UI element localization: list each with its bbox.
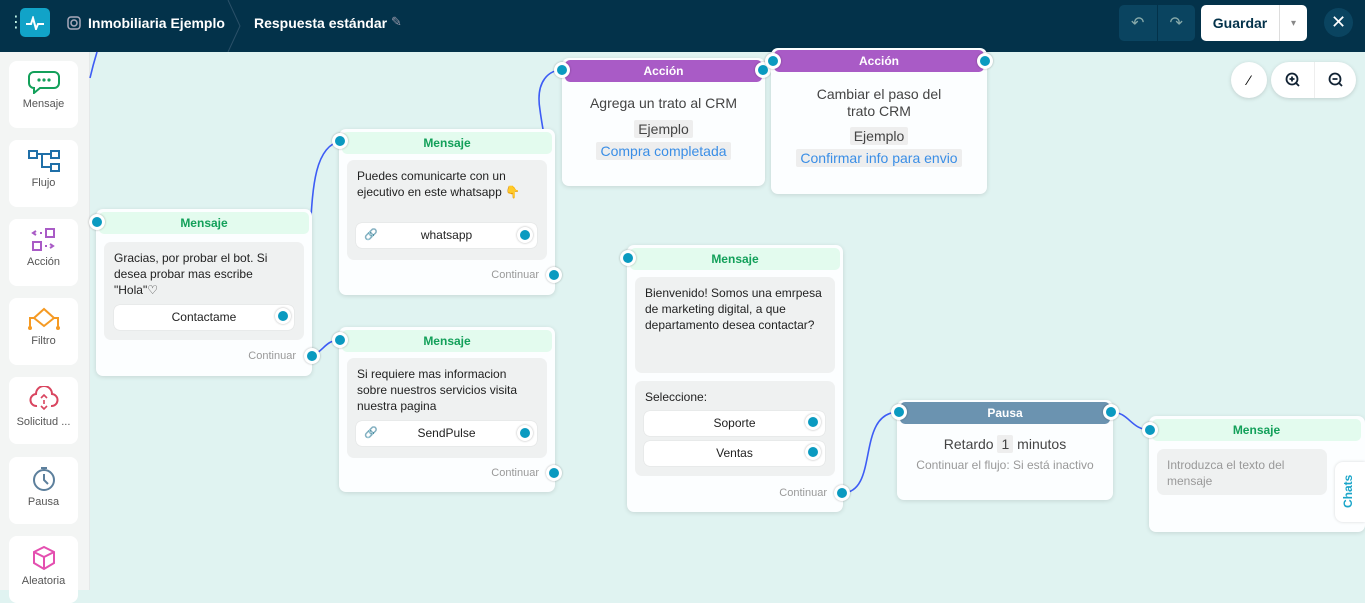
- redo-icon[interactable]: ↷: [1156, 5, 1196, 41]
- top-bar: ⋮ Inmobiliaria Ejemplo Respuesta estánda…: [0, 0, 1365, 52]
- input-port[interactable]: [620, 250, 636, 266]
- option-port[interactable]: [805, 414, 821, 430]
- continue-port[interactable]: [546, 465, 562, 481]
- sidebar-item-filtro[interactable]: Filtro: [9, 298, 78, 365]
- continue-label: Continuar: [779, 487, 827, 499]
- continue-label: Continuar: [248, 350, 296, 362]
- close-icon[interactable]: ✕: [1324, 8, 1353, 37]
- cloud-request-icon: [29, 386, 58, 411]
- message-node[interactable]: Mensaje Si requiere mas informacion sobr…: [332, 327, 562, 492]
- zoom-in-icon[interactable]: [1272, 62, 1314, 98]
- sidebar-item-accion[interactable]: Acción: [9, 219, 78, 286]
- input-port[interactable]: [89, 214, 105, 230]
- button-port[interactable]: [517, 227, 533, 243]
- message-button[interactable]: 🔗whatsapp: [356, 223, 537, 248]
- connection-line: [841, 411, 900, 494]
- option-button[interactable]: Ventas: [644, 441, 825, 466]
- save-dropdown-icon[interactable]: ▾: [1279, 5, 1307, 41]
- zoom-out-icon[interactable]: [1313, 62, 1356, 98]
- message-node[interactable]: Mensaje Puedes comunicarte con un ejecut…: [332, 129, 562, 295]
- message-node[interactable]: Mensaje Gracias, por probar el bot. Si d…: [89, 209, 320, 376]
- flow-icon: [27, 150, 60, 172]
- message-node[interactable]: Mensaje Introduzca el texto del mensaje: [1142, 416, 1365, 532]
- sidebar-item-mensaje[interactable]: Mensaje: [9, 61, 78, 128]
- app-logo[interactable]: [20, 8, 50, 37]
- button-port[interactable]: [275, 308, 291, 324]
- instagram-icon: [67, 16, 81, 30]
- output-port[interactable]: [977, 53, 993, 69]
- history-controls: ↶↷: [1119, 5, 1195, 41]
- link-icon: 🔗: [364, 229, 378, 241]
- button-port[interactable]: [517, 425, 533, 441]
- magic-wand-icon: ⁄: [1247, 72, 1251, 88]
- breadcrumb-project[interactable]: Inmobiliaria Ejemplo: [88, 15, 225, 31]
- pause-node[interactable]: Pausa Retardo 1 minutos Continuar el flu…: [891, 400, 1119, 500]
- message-button[interactable]: 🔗SendPulse: [356, 421, 537, 446]
- message-button[interactable]: Contactame: [114, 305, 294, 330]
- chats-tab[interactable]: Chats: [1335, 462, 1365, 522]
- link-icon: 🔗: [364, 427, 378, 439]
- message-text-input[interactable]: Introduzca el texto del mensaje: [1157, 449, 1327, 495]
- dice-icon: [32, 545, 55, 571]
- zoom-controls: [1271, 62, 1356, 98]
- output-port[interactable]: [1103, 404, 1119, 420]
- sidebar-item-flujo[interactable]: Flujo: [9, 140, 78, 207]
- action-node[interactable]: Acción Cambiar el paso del trato CRM Eje…: [765, 48, 993, 194]
- undo-icon[interactable]: ↶: [1131, 15, 1145, 32]
- connection-line: [89, 51, 98, 79]
- continue-port[interactable]: [546, 267, 562, 283]
- stopwatch-icon: [32, 467, 55, 491]
- input-port[interactable]: [891, 404, 907, 420]
- input-port[interactable]: [332, 133, 348, 149]
- continue-port[interactable]: [834, 485, 850, 501]
- edit-pencil-icon[interactable]: ✎: [391, 14, 402, 29]
- chat-bubble-icon: [27, 71, 60, 94]
- option-port[interactable]: [805, 444, 821, 460]
- message-bubble: Bienvenido! Somos una emrpesa de marketi…: [635, 277, 835, 373]
- filter-icon: [27, 307, 60, 330]
- input-port[interactable]: [332, 332, 348, 348]
- action-icon: [30, 228, 55, 251]
- message-node[interactable]: Mensaje Bienvenido! Somos una emrpesa de…: [620, 245, 850, 512]
- save-button[interactable]: Guardar▾: [1201, 5, 1307, 41]
- input-port[interactable]: [1142, 422, 1158, 438]
- breadcrumb-separator: [227, 0, 241, 52]
- action-node[interactable]: Acción Agrega un trato al CRM Ejemplo Co…: [554, 58, 771, 186]
- magic-wand-button[interactable]: ⁄: [1231, 62, 1267, 98]
- input-port[interactable]: [554, 62, 570, 78]
- sidebar: Mensaje Flujo Acción Filtro Solicitud ..…: [0, 52, 90, 603]
- continue-label: Continuar: [491, 467, 539, 479]
- option-button[interactable]: Soporte: [644, 411, 825, 436]
- sidebar-item-solicitud[interactable]: Solicitud ...: [9, 377, 78, 444]
- sidebar-item-pausa[interactable]: Pausa: [9, 457, 78, 524]
- continue-port[interactable]: [304, 348, 320, 364]
- flow-title: Respuesta estándar: [254, 15, 388, 31]
- continue-label: Continuar: [491, 269, 539, 281]
- input-port[interactable]: [765, 53, 781, 69]
